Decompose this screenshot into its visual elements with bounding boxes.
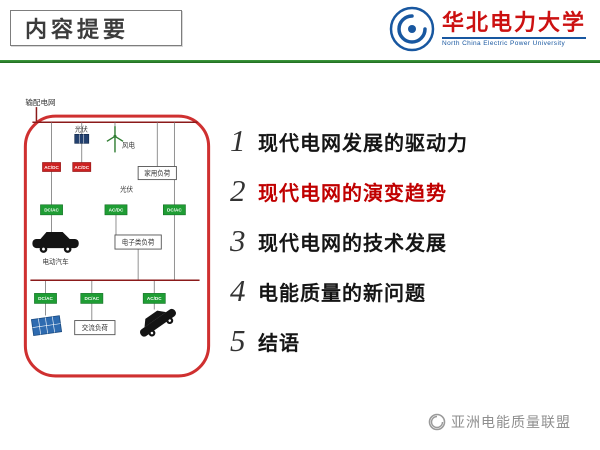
alliance-logo-icon [428,413,446,431]
toc-item-3-number: 3 [230,223,246,258]
electronic-load-box [114,234,162,250]
toc-item-3-label: 现代电网的技术发展 [258,232,447,255]
converter-green-a2-label: AC/DC [109,208,124,213]
ev-car-icon [32,231,79,253]
converter-green-a2: AC/DC [104,204,128,216]
toc-item-5-number: 5 [230,323,246,358]
converter-red-2-label: AC/DC [74,165,89,170]
toc-item-4: 4 电能质量的新问题 [230,266,590,316]
ac-load-box [74,320,116,336]
toc-item-1-label: 现代电网发展的驱动力 [258,132,468,155]
toc-item-2-label: 现代电网的演变趋势 [258,182,447,205]
wind-label: 风电 [122,140,136,149]
toc-item-1-number: 1 [230,123,246,158]
toc-item-5-label: 结语 [258,332,300,355]
page-title-text: 内容提要 [25,17,130,42]
logo-divider [441,37,586,40]
converter-green-b1-label: DC/AC [38,296,53,301]
home-load-box [137,166,177,181]
converter-green-b2: DC/AC [80,293,104,304]
converter-green-b2-label: DC/AC [84,296,99,301]
university-name-cn: 华北电力大学 [441,9,586,35]
home-load-label: 家用负荷 [144,168,171,177]
university-logo: 华北电力大学 North China Electric Power Univer… [389,6,586,52]
converter-green-a1: DC/AC [40,204,63,216]
toc-item-2: 2 现代电网的演变趋势 [230,166,590,216]
toc-item-2-number: 2 [230,173,246,208]
footer-watermark: 亚洲电能质量联盟 [428,412,571,432]
solar-panel-icon [30,315,63,336]
toc-item-3: 3 现代电网的技术发展 [230,216,590,266]
university-name-en: North China Electric Power University [441,40,566,48]
toc-item-4-number: 4 [230,273,246,308]
alliance-name: 亚洲电能质量联盟 [451,414,571,430]
pv-top-label: 光伏 [75,124,89,133]
converter-green-a3: DC/AC [163,204,186,216]
grid-diagram: 输配电网 [22,92,214,389]
converter-green-a3-label: DC/AC [167,208,182,213]
electronic-load-label: 电子类负荷 [122,237,155,246]
grid-label: 输配电网 [25,97,55,107]
toc-item-5: 5 结语 [230,316,590,366]
converter-red-1: AC/DC [42,162,61,172]
converter-red-1-label: AC/DC [44,165,59,170]
converter-green-b3-label: AC/DC [147,296,162,301]
converter-red-2: AC/DC [72,162,92,172]
ev-label: 电动汽车 [42,257,69,266]
header-divider [0,60,600,63]
university-emblem-icon [389,6,435,52]
microgrid-boundary [23,114,211,378]
toc-item-1: 1 现代电网发展的驱动力 [230,116,590,166]
converter-green-b1: DC/AC [34,293,57,304]
toc-item-4-label: 电能质量的新问题 [258,282,426,305]
converter-green-a1-label: DC/AC [44,208,59,213]
university-name: 华北电力大学 North China Electric Power Univer… [441,9,586,48]
wind-turbine-icon [106,126,124,153]
wires [45,122,175,321]
grid-diagram-svg: 输配电网 [23,97,211,378]
toc-list: 1 现代电网发展的驱动力 2 现代电网的演变趋势 3 现代电网的技术发展 4 电… [230,116,590,366]
converter-green-b3: AC/DC [142,293,166,304]
page-title: 内容提要 [10,10,182,46]
car-icon [140,308,176,337]
pv-panel-top-icon [74,133,90,144]
pv-mid-label: 光伏 [120,185,134,194]
ac-load-label: 交流负荷 [82,323,109,332]
